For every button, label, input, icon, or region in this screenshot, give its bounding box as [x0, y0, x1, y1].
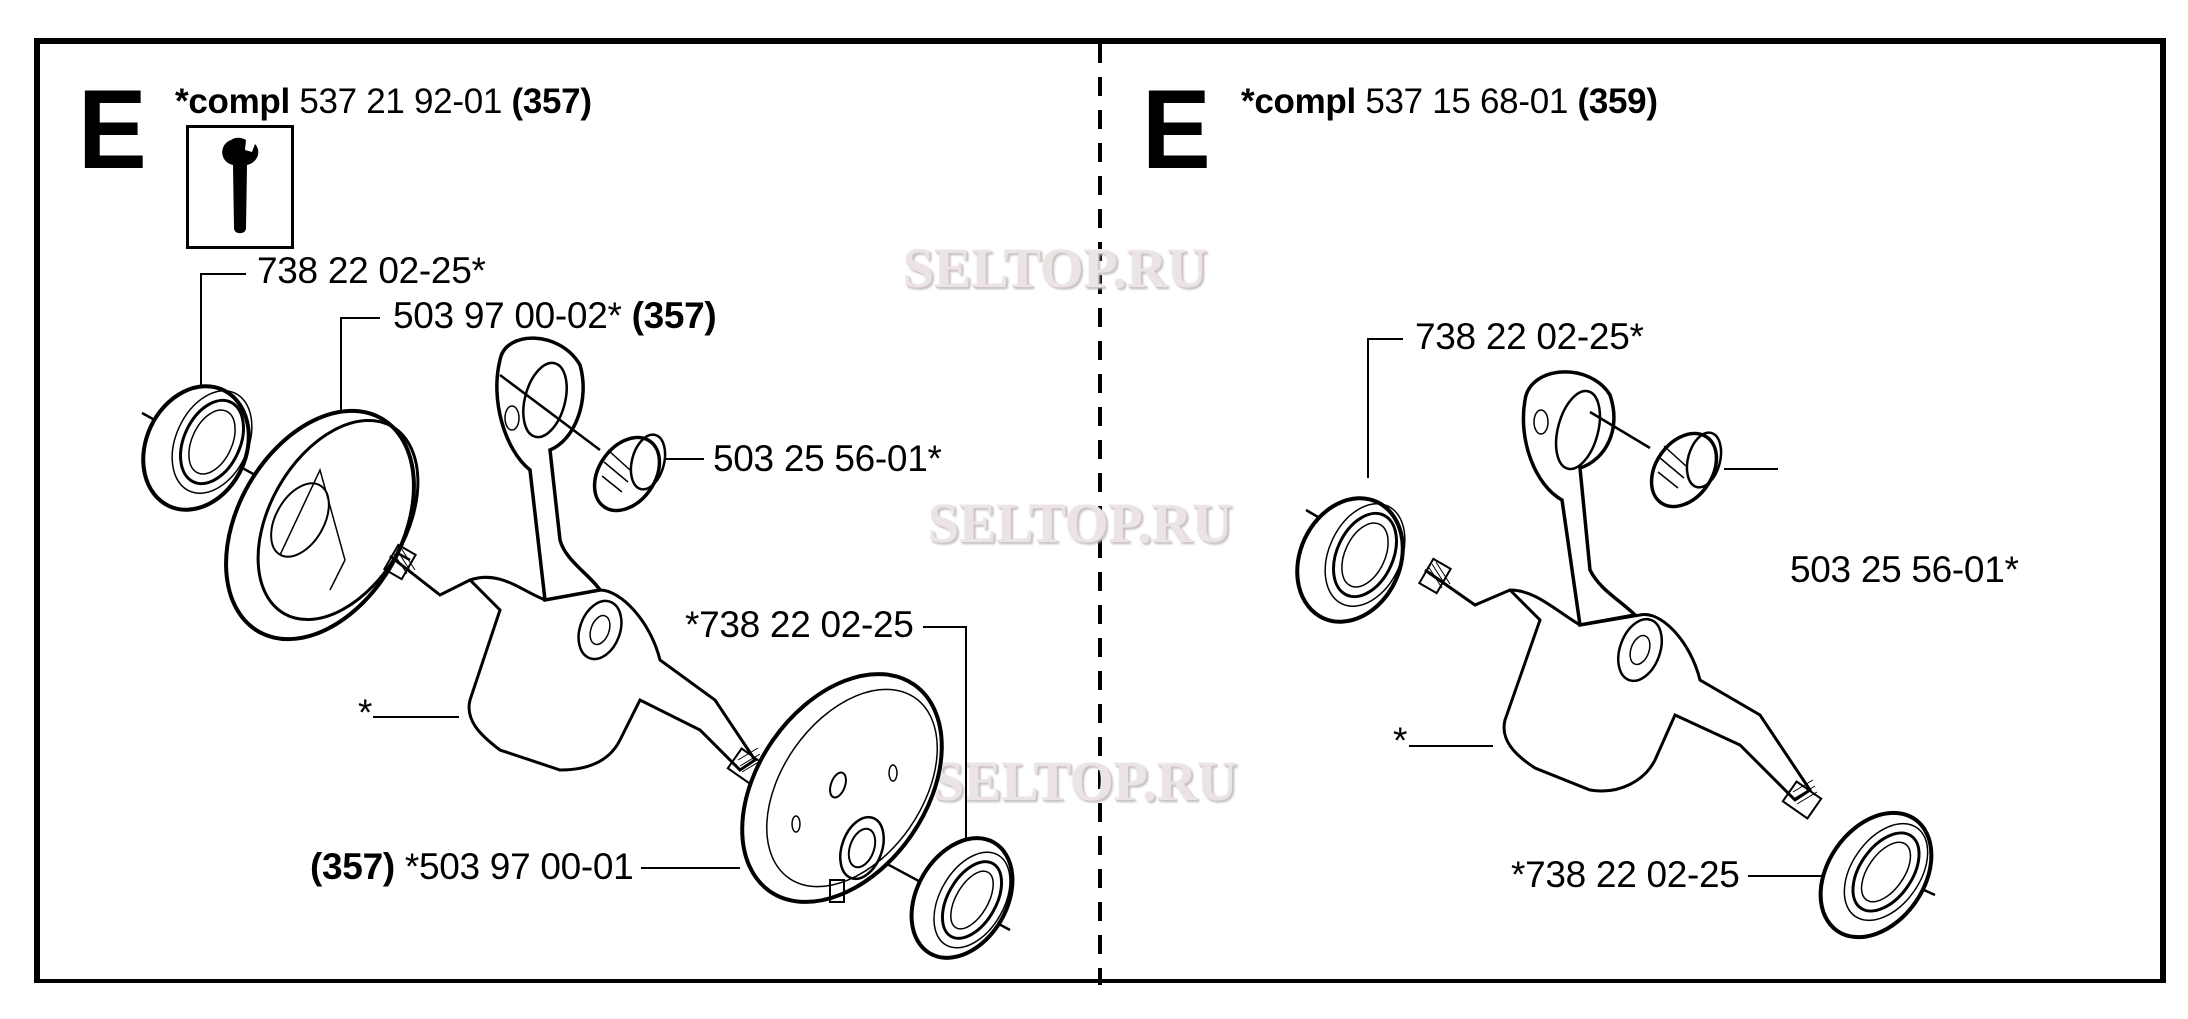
part-number: *503 97 00-01: [404, 846, 634, 887]
assembly-ref: (359): [1577, 82, 1658, 121]
part-label-crankshaft: *: [358, 692, 373, 733]
compl-prefix: *compl: [175, 82, 290, 121]
part-label-crankshaft: *: [1393, 720, 1408, 761]
part-label-crankcase-half: (357) *503 97 00-01: [310, 846, 634, 887]
ref-number: (357): [310, 846, 395, 887]
part-label-needle-bearing: 503 25 56-01*: [1790, 549, 2019, 590]
section-letter-right: E: [1142, 67, 1211, 192]
assembly-header-left: *compl 537 21 92-01 (357): [175, 84, 592, 119]
part-label-bearing: *738 22 02-25: [1511, 854, 1740, 895]
assembly-part-number: 537 21 92-01: [299, 82, 503, 121]
part-label-bearing: 738 22 02-25*: [1415, 316, 1644, 357]
wrench-icon: [222, 137, 259, 234]
watermark: SELTOP.RU: [928, 493, 1233, 555]
part-label-bearing: *738 22 02-25: [685, 604, 914, 645]
compl-prefix: *compl: [1241, 82, 1356, 121]
part-label-crankcase-half: 503 97 00-02* (357): [393, 295, 717, 336]
assembly-part-number: 537 15 68-01: [1365, 82, 1569, 121]
assembly-header-right: *compl 537 15 68-01 (359): [1241, 84, 1658, 119]
watermark: SELTOP.RU: [903, 238, 1208, 300]
watermark: SELTOP.RU: [933, 751, 1238, 813]
section-letter-left: E: [78, 67, 147, 192]
ref-number: (357): [631, 295, 717, 336]
assembly-ref: (357): [511, 82, 592, 121]
part-number: 503 97 00-02*: [393, 295, 622, 336]
tool-required-box: [186, 125, 294, 249]
part-label-bearing: 738 22 02-25*: [257, 250, 486, 291]
part-label-needle-bearing: 503 25 56-01*: [713, 438, 942, 479]
panel-divider-dashed: [1098, 44, 1102, 985]
